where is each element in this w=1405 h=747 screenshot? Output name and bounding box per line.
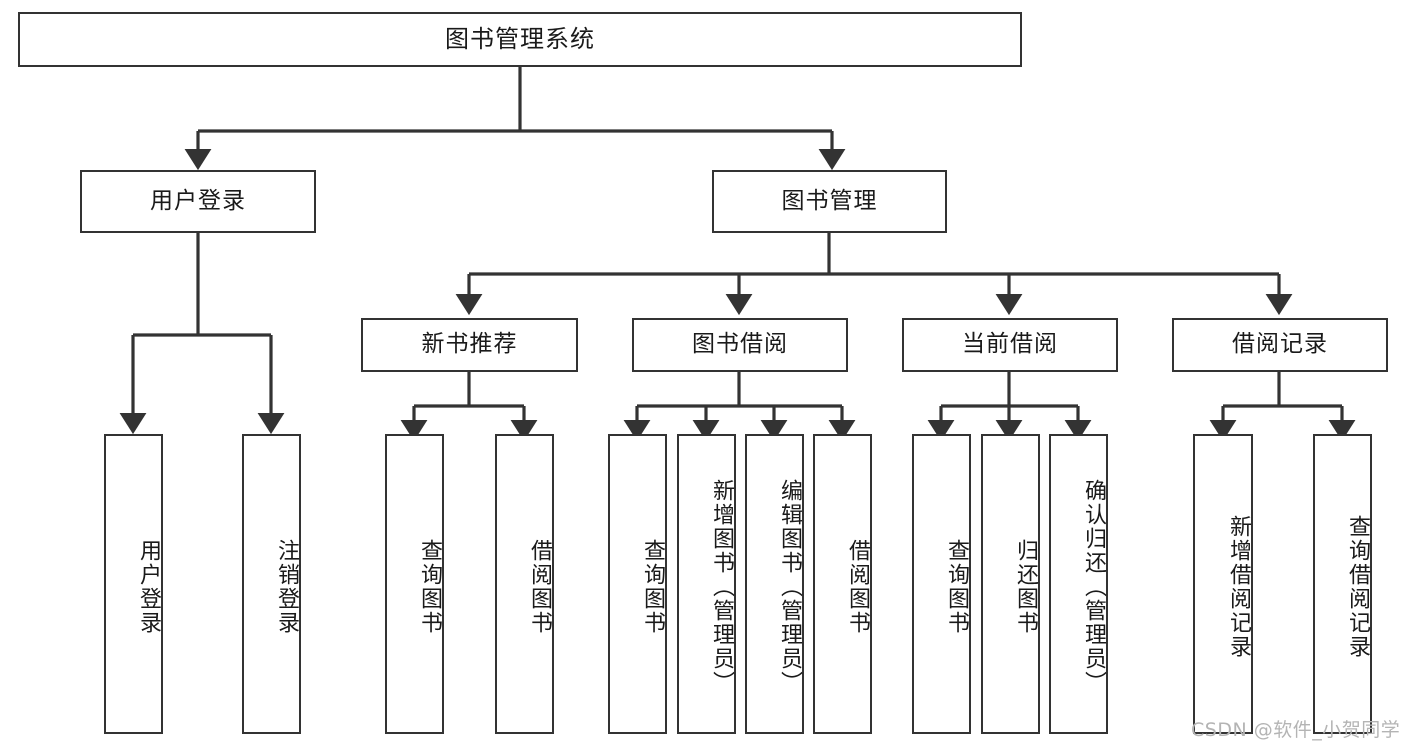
leaf-borrow-record-add-record[interactable]: 新增借阅记录 <box>1193 434 1253 734</box>
leaf-user-login-logout[interactable]: 注销登录 <box>242 434 301 734</box>
leaf-book-borrow-add-book-admin[interactable]: 新增图书（管理员） <box>677 434 736 734</box>
leaf-current-borrow-query-book[interactable]: 查询图书 <box>912 434 971 734</box>
node-user-login[interactable]: 用户登录 <box>80 170 316 233</box>
leaf-new-book-borrow-book[interactable]: 借阅图书 <box>495 434 554 734</box>
leaf-current-borrow-return-book[interactable]: 归还图书 <box>981 434 1040 734</box>
node-new-book-recommend[interactable]: 新书推荐 <box>361 318 578 372</box>
node-current-borrow[interactable]: 当前借阅 <box>902 318 1118 372</box>
node-book-management[interactable]: 图书管理 <box>712 170 947 233</box>
node-book-borrow[interactable]: 图书借阅 <box>632 318 848 372</box>
leaf-book-borrow-query-book[interactable]: 查询图书 <box>608 434 667 734</box>
leaf-current-borrow-confirm-return-admin[interactable]: 确认归还（管理员） <box>1049 434 1108 734</box>
node-borrow-record[interactable]: 借阅记录 <box>1172 318 1388 372</box>
leaf-user-login-login[interactable]: 用户登录 <box>104 434 163 734</box>
watermark-text: CSDN @软件_小贺同学 <box>1191 719 1401 741</box>
leaf-book-borrow-borrow-book[interactable]: 借阅图书 <box>813 434 872 734</box>
leaf-borrow-record-query-record[interactable]: 查询借阅记录 <box>1313 434 1372 734</box>
node-root-system[interactable]: 图书管理系统 <box>18 12 1022 67</box>
leaf-book-borrow-edit-book-admin[interactable]: 编辑图书（管理员） <box>745 434 804 734</box>
leaf-new-book-query-book[interactable]: 查询图书 <box>385 434 444 734</box>
